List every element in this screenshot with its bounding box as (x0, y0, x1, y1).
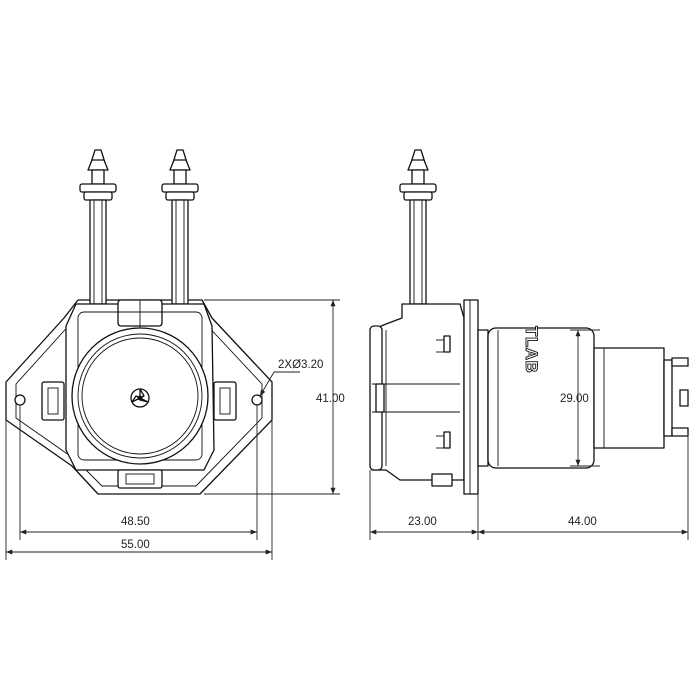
bottom-clip (117, 469, 163, 489)
pump-depth-label: 23.00 (408, 516, 437, 528)
overall-width-label: 55.00 (121, 539, 150, 551)
front-dimensions: 2XØ3.20 41.00 48.50 55.00 (5, 299, 345, 560)
left-clip (41, 381, 65, 421)
motor-diameter-label: 29.00 (560, 393, 589, 405)
terminal-bottom (671, 427, 689, 437)
height-dimension-label: 41.00 (316, 393, 345, 405)
hole-spacing-label: 48.50 (121, 516, 150, 528)
hole-callout-label: 2XØ3.20 (278, 359, 323, 371)
mount-hole-left (14, 394, 26, 406)
side-dimensions: 29.00 23.00 44.00 (369, 329, 689, 540)
terminal-top (671, 357, 689, 367)
motor-brand-label: TLAB (522, 326, 541, 373)
rotor-hub (130, 388, 150, 408)
side-view: TLAB (369, 149, 689, 495)
right-tube-fitting (161, 149, 199, 305)
left-tube-fitting (79, 149, 117, 305)
mount-hole-right (251, 394, 263, 406)
motor-length-label: 44.00 (568, 516, 597, 528)
side-tube-fitting (399, 149, 437, 305)
side-flange (463, 299, 479, 495)
front-view (5, 149, 273, 495)
right-clip (213, 381, 237, 421)
